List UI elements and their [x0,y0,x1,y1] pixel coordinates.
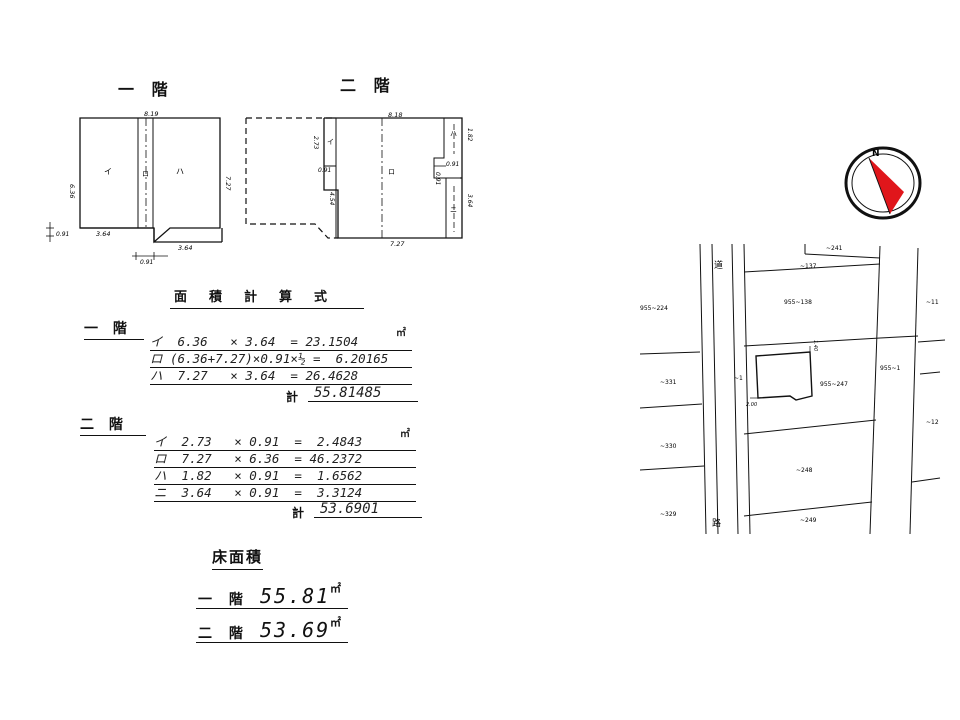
calc-first-row-3: ハ 7.27 × 3.64 = 26.4628 [150,368,412,385]
plan1-dim-left: 6.36 [68,184,76,198]
site-dim-b: 2.00 [746,402,757,408]
calc-first-label: 一 階 [84,318,144,340]
plan2-dim-bottom: 7.27 [390,240,405,248]
lot-1: ~1 [734,375,743,382]
plan1-room-i: イ [104,167,112,176]
plan1-dim-step-h: 0.91 [140,259,153,266]
north-compass: N [844,146,922,220]
plan2-dim-left-a: 2.73 [312,136,319,150]
calc-second-total: 53.6901 [314,501,422,518]
plan2-room-ro: ロ [388,168,395,176]
calc-heading: 面積計算式 [170,286,364,309]
lot-955-1: 955~1 [880,365,900,372]
lot-330: ~330 [660,443,677,450]
plan1-dim-bottom-left: 3.64 [96,230,110,238]
lot-11: ~11 [926,299,939,306]
plan2-dim-right-d: 3.64 [466,194,473,208]
calc-second-label: 二 階 [80,414,146,436]
lot-249: ~249 [800,517,817,524]
compass-north-label: N [872,149,880,159]
site-road-char-2: 路 [712,517,721,529]
calc-second-row-4: ニ 3.64 × 0.91 = 3.3124 [154,485,416,502]
plan1-room-ha: ハ [176,167,184,176]
lot-955-247: 955~247 [820,381,848,388]
calc-first-row-1: イ 6.36 × 3.64 = 23.1504 [150,334,412,351]
floor-area-second-label: 二 階 [198,626,249,642]
lot-955-138: 955~138 [784,299,812,306]
floor-area-row-first: 一 階 55.81 ㎡ [196,582,348,609]
second-floor-plan-title: 二 階 [340,76,396,95]
calc-first-unit: ㎡ [396,328,406,339]
lot-12: ~12 [926,419,939,426]
lot-331: ~331 [660,379,677,386]
floor-area-second-unit: ㎡ [330,616,341,629]
plan1-dim-step-v: 0.91 [56,231,69,238]
plan2-dim-right-a: 1.82 [466,128,473,142]
plan2-room-ha: ハ [450,130,457,138]
calc-second-row-1: イ 2.73 × 0.91 = 2.4843 [154,434,416,451]
floor-area-first-label: 一 階 [198,592,249,608]
lot-329: ~329 [660,511,677,518]
lot-955-224: 955~224 [640,305,668,312]
site-dim-a: 1.40 [812,340,818,351]
lot-137: ~137 [800,263,817,270]
floor-area-row-second: 二 階 53.69 ㎡ [196,616,348,643]
calc-first-total: 55.81485 [308,385,418,402]
calc-second-row-2: ロ 7.27 × 6.36 = 46.2372 [154,451,416,468]
plan1-dim-top: 8.19 [144,110,158,118]
floor-area-second-value: 53.69 [260,618,331,642]
calc-first-row-2: ロ (6.36+7.27)×0.91×½ = 6.20165 [150,351,412,368]
plan2-room-ni: ニ [450,206,457,214]
plan1-dim-right: 7.27 [224,176,232,191]
plan2-dim-right-b: 0.91 [446,161,459,168]
lot-241: ~241 [826,245,843,252]
floor-area-first-value: 55.81 [260,584,331,608]
lot-248: ~248 [796,467,813,474]
second-floor-plan: 8.18 2.73 0.91 4.54 1.82 0.91 0.91 3.64 … [245,111,473,248]
plan1-room-ro: ロ [142,170,149,178]
calc-second-total-label: 計 [292,506,305,520]
calc-first-total-label: 計 [286,390,299,404]
plan2-room-i: イ [327,138,334,146]
plan1-dim-bottom-right: 3.64 [178,244,192,252]
plan2-dim-right-c: 0.91 [434,172,441,185]
floor-area-title: 床面積 [212,546,264,570]
site-map: 道 路 ~241 ~137 955~224 955~138 ~11 955~1 … [640,243,946,535]
first-floor-plan: 8.19 6.36 7.27 3.64 3.64 0.91 0.91 イ ロ ハ [46,110,232,266]
plan2-dim-left-c: 4.54 [328,192,335,206]
plan2-dim-top: 8.18 [388,111,402,119]
calc-second-row-3: ハ 1.82 × 0.91 = 1.6562 [154,468,416,485]
calc-second-unit: ㎡ [400,429,410,440]
plan2-dim-left-b: 0.91 [318,167,331,174]
first-floor-plan-title: 一 階 [118,80,174,99]
site-road-char-1: 道 [714,259,723,271]
floor-area-first-unit: ㎡ [330,582,341,595]
